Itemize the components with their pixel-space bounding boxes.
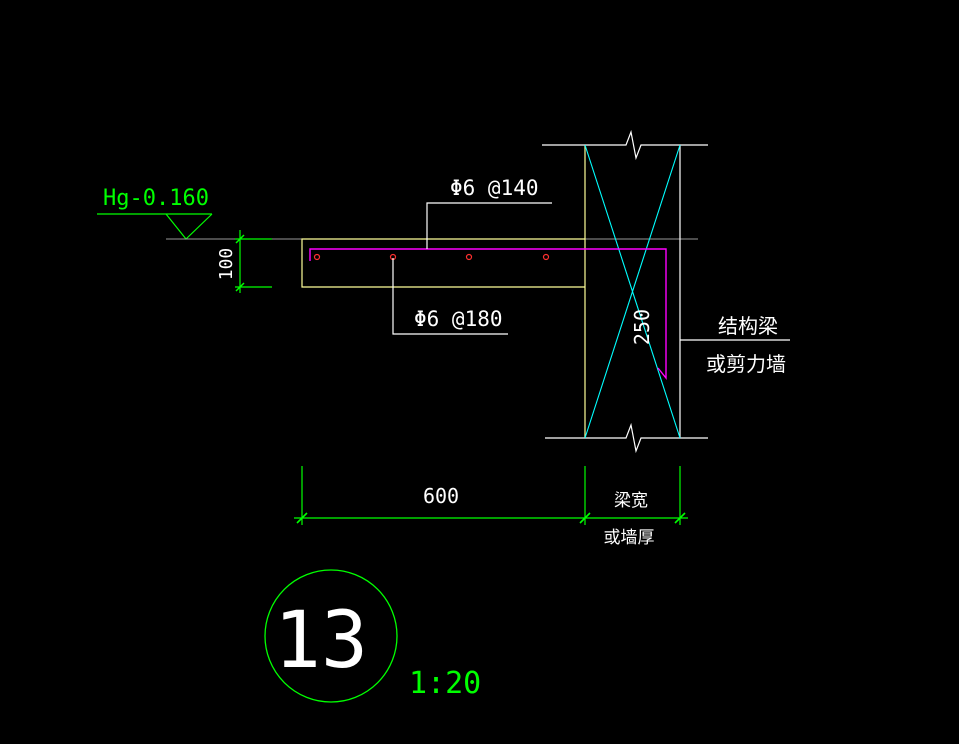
support-label-line2: 或剪力墙 [706, 352, 786, 376]
bottom-rebar-callout: Φ6 @180 [392, 258, 508, 335]
slab-outline [301, 238, 585, 288]
rebar-dot [542, 253, 550, 261]
rebar-dot [465, 253, 473, 261]
support-wall: 结构梁 或剪力墙 250 [542, 129, 790, 454]
support-label-line1: 结构梁 [718, 314, 778, 338]
top-rebar-label: Φ6 @140 [450, 176, 539, 200]
scale-label: 1:20 [409, 666, 481, 701]
beam-width-label-line2: 或墙厚 [604, 528, 655, 548]
detail-bubble-icon: 13 [264, 569, 398, 703]
rebar-top [309, 248, 667, 380]
zigzag-break-icon-bottom [545, 422, 708, 454]
elevation-label: Hg-0.160 [103, 186, 209, 211]
slab-thickness-label: 100 [216, 248, 237, 281]
rebar-dot [313, 253, 321, 261]
beam-width-label-line1: 梁宽 [614, 491, 648, 511]
top-rebar-callout: Φ6 @140 [426, 176, 552, 249]
cantilever-length-label: 600 [423, 484, 459, 508]
thickness-dimension: 100 [216, 230, 272, 293]
bottom-rebar-label: Φ6 @180 [414, 307, 503, 331]
detail-number: 13 [274, 596, 368, 686]
wall-dim-label: 250 [630, 309, 654, 345]
bottom-dimension [294, 466, 688, 525]
zigzag-break-icon [542, 129, 708, 161]
wall-hatch [584, 144, 681, 439]
